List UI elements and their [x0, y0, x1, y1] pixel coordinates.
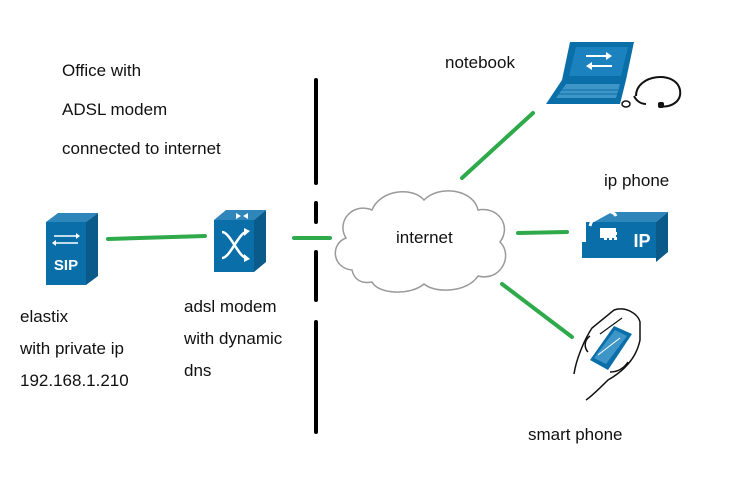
link-internet-notebook: [460, 111, 535, 180]
ip-phone-label: ip phone: [604, 171, 670, 190]
internet-label: internet: [396, 228, 453, 247]
notebook-icon: [546, 42, 634, 104]
modem-label-line-2: with dynamic: [184, 329, 283, 348]
sip-badge: SIP: [54, 257, 78, 274]
modem-label-line-1: adsl modem: [184, 297, 277, 316]
elastix-label-line-2: with private ip: [20, 339, 124, 358]
elastix-label-line-1: elastix: [20, 307, 69, 326]
office-title: Office with ADSL modem connected to inte…: [62, 61, 221, 178]
modem-label-line-3: dns: [184, 361, 212, 380]
link-internet-smartphone: [500, 282, 574, 339]
office-title-line-1: Office with: [62, 61, 142, 80]
modem-label: adsl modem with dynamic dns: [184, 297, 282, 393]
notebook-label: notebook: [445, 53, 515, 72]
link-internet-ipphone: [516, 230, 569, 235]
ip-phone-icon: IP: [582, 209, 668, 262]
office-title-line-2: ADSL modem: [62, 100, 168, 119]
sip-server-icon: SIP: [46, 213, 98, 285]
link-elastix-modem: [106, 234, 207, 241]
elastix-label: elastix with private ip 192.168.1.210: [20, 307, 129, 403]
ip-badge: IP: [633, 231, 650, 251]
elastix-label-line-3: 192.168.1.210: [20, 371, 129, 390]
adsl-modem-icon: [214, 210, 266, 272]
smart-phone-label: smart phone: [528, 425, 623, 444]
smart-phone-icon: [573, 308, 641, 401]
network-links: [106, 111, 574, 339]
internet-cloud-icon: [334, 190, 507, 293]
headset-icon: [621, 76, 682, 108]
office-title-line-3: connected to internet: [62, 139, 221, 158]
